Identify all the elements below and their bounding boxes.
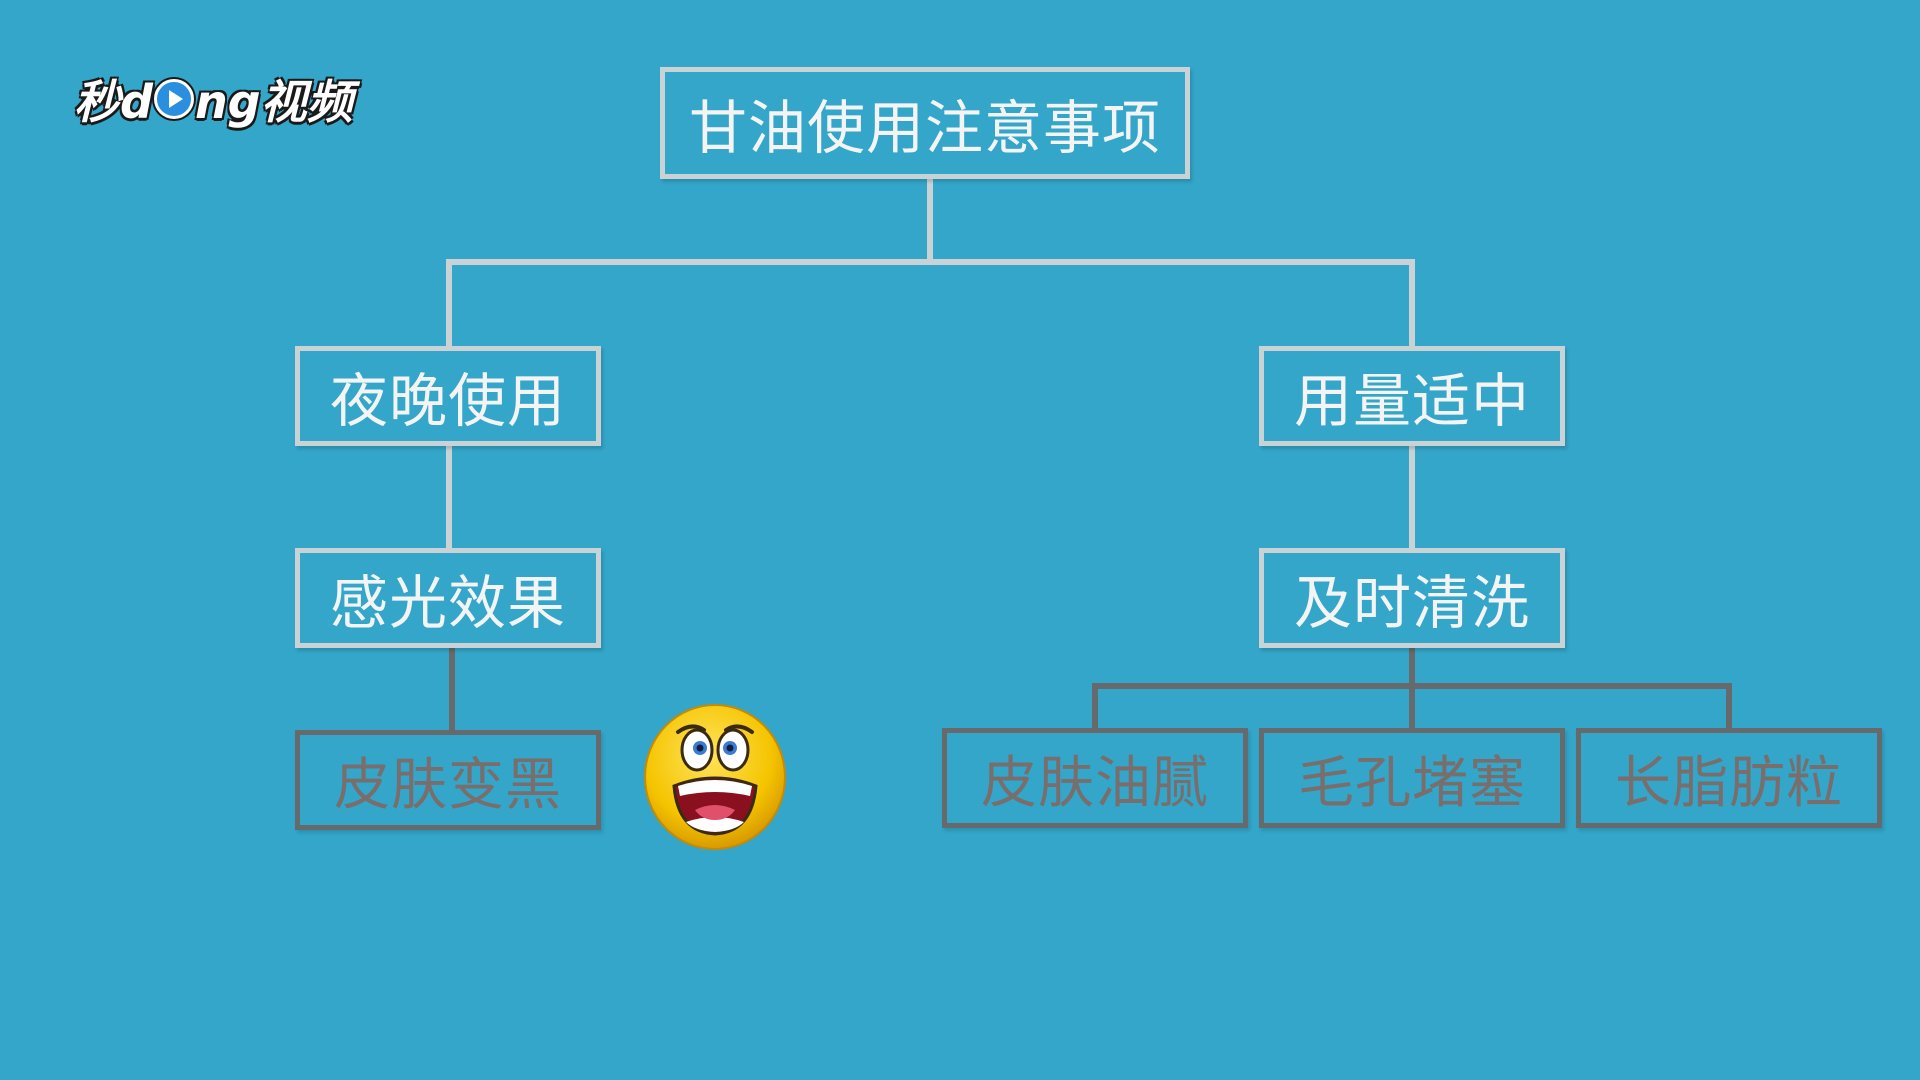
node-moderate-amount: 用量适中 bbox=[1259, 346, 1565, 446]
node-clogged-pores-label: 毛孔堵塞 bbox=[1298, 750, 1526, 816]
node-fat-granules: 长脂肪粒 bbox=[1576, 728, 1882, 828]
root-node: 甘油使用注意事项 bbox=[660, 67, 1190, 179]
node-clogged-pores: 毛孔堵塞 bbox=[1259, 728, 1565, 828]
logo-text-start: 秒d bbox=[74, 75, 153, 129]
node-skin-darkens: 皮肤变黑 bbox=[295, 730, 601, 830]
node-moderate-amount-label: 用量适中 bbox=[1293, 367, 1530, 435]
node-night-use-label: 夜晚使用 bbox=[329, 367, 566, 435]
node-night-use: 夜晚使用 bbox=[295, 346, 601, 446]
play-icon bbox=[153, 79, 194, 119]
node-photosensitive: 感光效果 bbox=[295, 548, 601, 648]
logo-text-end: ng视频 bbox=[194, 75, 353, 129]
node-wash-promptly: 及时清洗 bbox=[1259, 548, 1565, 648]
node-oily-skin-label: 皮肤油腻 bbox=[981, 750, 1209, 816]
root-node-label: 甘油使用注意事项 bbox=[688, 94, 1161, 162]
node-photosensitive-label: 感光效果 bbox=[329, 569, 566, 637]
node-skin-darkens-label: 皮肤变黑 bbox=[334, 752, 562, 818]
node-fat-granules-label: 长脂肪粒 bbox=[1615, 750, 1843, 816]
node-wash-promptly-label: 及时清洗 bbox=[1293, 569, 1530, 637]
node-oily-skin: 皮肤油腻 bbox=[942, 728, 1248, 828]
scared-face-emoji-icon bbox=[644, 704, 786, 850]
